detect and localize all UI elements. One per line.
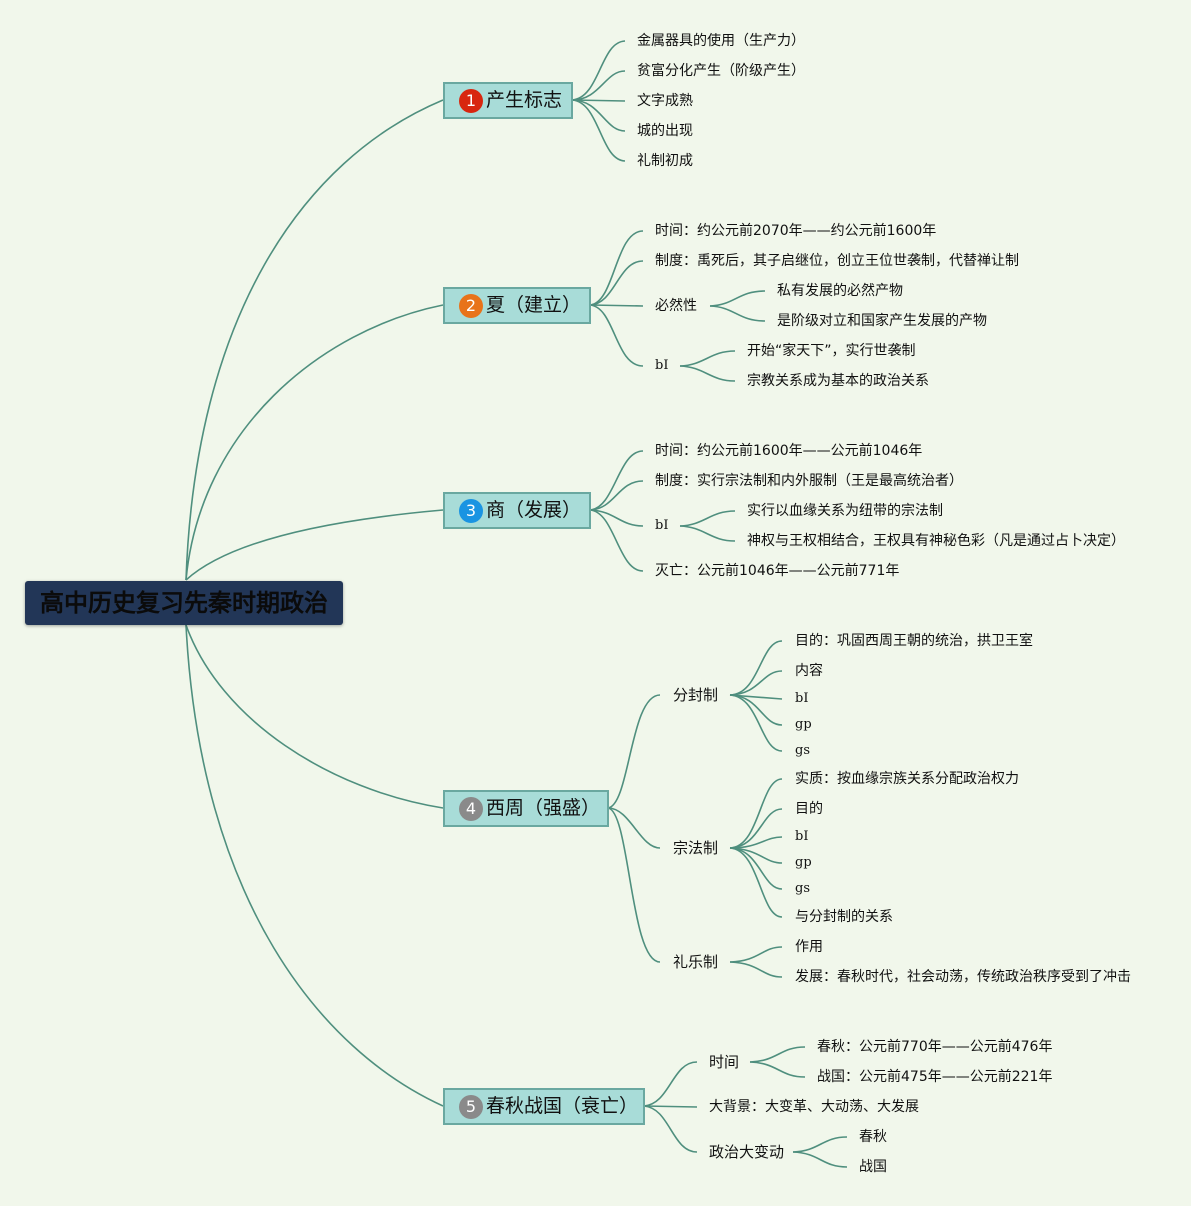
topic-4-subitem[interactable]: bI <box>795 691 809 706</box>
link-root-topic-4 <box>185 624 444 809</box>
topic-1-item[interactable]: 文字成熟 <box>637 93 693 109</box>
link-root-topic-3 <box>185 509 444 581</box>
topic-4-subitem[interactable]: 目的：巩固西周王朝的统治，拱卫王室 <box>795 633 1033 649</box>
topic-2-subitem[interactable]: 宗教关系成为基本的政治关系 <box>747 373 929 389</box>
topic-4-subitem[interactable]: 目的 <box>795 801 823 817</box>
topic-4-subtopic[interactable]: 礼乐制 <box>673 953 719 971</box>
link-root-topic-1 <box>185 99 444 581</box>
topic-2-item[interactable]: 时间：约公元前2070年——约公元前1600年 <box>655 223 937 239</box>
topic-2-item[interactable]: 制度：禹死后，其子启继位，创立王位世袭制，代替禅让制 <box>655 253 1019 269</box>
topic-5-subitem[interactable]: 战国 <box>859 1159 887 1175</box>
topic-5-subtopic[interactable]: 政治大变动 <box>709 1143 785 1161</box>
topic-3-item[interactable]: 制度：实行宗法制和内外服制（王是最高统治者） <box>655 473 963 489</box>
topic-3-item[interactable]: 灭亡：公元前1046年——公元前771年 <box>655 563 900 579</box>
number-4-icon: 4 <box>459 797 483 821</box>
root-topic[interactable]: 高中历史复习先秦时期政治 <box>25 581 343 625</box>
number-3-icon: 3 <box>459 499 483 523</box>
topic-5-subtopic[interactable]: 时间 <box>709 1053 740 1071</box>
topic-4-subitem[interactable]: 发展：春秋时代，社会动荡，传统政治秩序受到了冲击 <box>795 969 1131 985</box>
topic-5-subitem[interactable]: 春秋 <box>859 1129 887 1145</box>
topic-4-subitem[interactable]: gp <box>795 855 812 870</box>
topic-label: 夏（建立） <box>486 294 582 316</box>
topic-4-subtopic[interactable]: 宗法制 <box>673 839 719 857</box>
topic-2-subitem[interactable]: 开始“家天下”，实行世袭制 <box>747 343 916 359</box>
topic-4-subitem[interactable]: 内容 <box>795 663 823 679</box>
topic-label: 产生标志 <box>486 89 563 111</box>
topic-4-subitem[interactable]: 与分封制的关系 <box>795 909 893 925</box>
topic-4-subtopic[interactable]: 分封制 <box>673 686 719 704</box>
link-root-topic-2 <box>185 304 444 581</box>
topic-2-subtopic[interactable]: 必然性 <box>655 298 697 314</box>
topic-2-subitem[interactable]: 是阶级对立和国家产生发展的产物 <box>777 313 987 329</box>
topic-3-subtopic[interactable]: bI <box>655 518 669 533</box>
topic-1-item[interactable]: 礼制初成 <box>637 153 693 169</box>
topic-4-subitem[interactable]: 作用 <box>795 939 823 955</box>
topic-1-item[interactable]: 贫富分化产生（阶级产生） <box>637 63 805 79</box>
number-5-icon: 5 <box>459 1095 483 1119</box>
number-2-icon: 2 <box>459 294 483 318</box>
topic-4-subitem[interactable]: gs <box>795 743 810 758</box>
topic-5-subitem[interactable]: 春秋：公元前770年——公元前476年 <box>817 1039 1053 1055</box>
number-1-icon: 1 <box>459 89 483 113</box>
topic-2-subtopic[interactable]: bI <box>655 358 669 373</box>
topic-4-subitem[interactable]: gp <box>795 717 812 732</box>
topic-4-subitem[interactable]: gs <box>795 881 810 896</box>
topic-4-subitem[interactable]: bI <box>795 829 809 844</box>
topic-1-item[interactable]: 金属器具的使用（生产力） <box>637 33 805 49</box>
topic-label: 商（发展） <box>486 499 582 521</box>
topic-label: 春秋战国（衰亡） <box>486 1095 639 1117</box>
topic-2-subitem[interactable]: 私有发展的必然产物 <box>777 283 903 299</box>
topic-4-subitem[interactable]: 实质：按血缘宗族关系分配政治权力 <box>795 771 1019 787</box>
topic-label: 西周（强盛） <box>486 797 601 819</box>
topic-1-item[interactable]: 城的出现 <box>637 123 693 139</box>
topic-5-item[interactable]: 大背景：大变革、大动荡、大发展 <box>709 1099 919 1115</box>
topic-5-subitem[interactable]: 战国：公元前475年——公元前221年 <box>817 1069 1053 1085</box>
topic-3-subitem[interactable]: 实行以血缘关系为纽带的宗法制 <box>747 503 943 519</box>
topic-3-item[interactable]: 时间：约公元前1600年——公元前1046年 <box>655 443 923 459</box>
topic-3-subitem[interactable]: 神权与王权相结合，王权具有神秘色彩（凡是通过占卜决定） <box>747 533 1125 549</box>
link-root-topic-5 <box>185 624 444 1107</box>
